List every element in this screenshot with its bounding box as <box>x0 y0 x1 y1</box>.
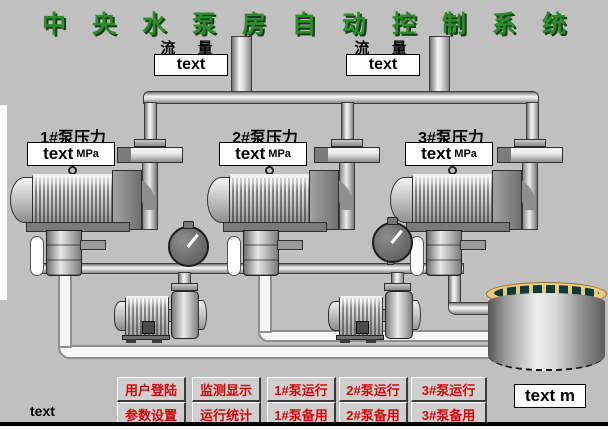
header-drop-pipe-2 <box>341 102 354 140</box>
pump3-pressure-value: text <box>421 144 452 163</box>
valve-body-3 <box>497 147 563 163</box>
pump-unit-2 <box>201 164 376 286</box>
flow-meter-pipe-2 <box>429 36 450 93</box>
booster-flange-1 <box>171 283 198 291</box>
valve-stem-flange-1 <box>134 139 166 147</box>
pump1-pressure-box: text MPa <box>27 142 115 166</box>
user-login-button[interactable]: 用户登陆 <box>117 377 186 402</box>
pump-volute <box>385 291 413 339</box>
pump3-pressure-box: text MPa <box>405 142 493 166</box>
drain-pipe <box>30 236 44 276</box>
valve-stem-flange-2 <box>331 139 363 147</box>
pump-housing <box>309 170 339 230</box>
pump-foot <box>340 339 350 343</box>
motor-end-cap <box>207 177 231 223</box>
bottom-divider <box>0 422 608 426</box>
flow-label-2: 流 量 <box>354 40 416 57</box>
pump-housing <box>112 170 142 230</box>
pump-foot <box>152 339 162 343</box>
motor-body <box>229 174 311 224</box>
status-text: text <box>30 403 55 419</box>
outlet-tab <box>460 240 486 250</box>
pump1-pressure-value: text <box>43 144 74 163</box>
pump1-pressure-unit: MPa <box>76 148 99 160</box>
motor-body <box>412 174 494 224</box>
pump-volute <box>171 291 199 339</box>
valve-body-1 <box>117 147 183 163</box>
pressure-gauge-2 <box>372 217 413 263</box>
pump2-pressure-value: text <box>235 144 266 163</box>
pump-foot <box>366 339 376 343</box>
pump-column <box>243 230 279 276</box>
booster-flange-2 <box>384 283 411 291</box>
volute-cover <box>198 300 207 330</box>
pump1-run-button[interactable]: 1#泵运行 <box>267 377 336 402</box>
flow-value-1: text <box>176 56 206 73</box>
drain-pipe <box>410 236 424 276</box>
bottom-main-pipe <box>58 345 495 359</box>
flow-label-1: 流 量 <box>160 40 222 57</box>
header-drop-pipe-3 <box>526 102 539 140</box>
volute-cover <box>412 300 421 330</box>
pump2-pressure-unit: MPa <box>268 148 291 160</box>
pump3-pressure-unit: MPa <box>454 148 477 160</box>
pump-column <box>426 230 462 276</box>
motor-end-cap <box>10 177 34 223</box>
outlet-tab <box>80 240 106 250</box>
header-drop-pipe-1 <box>144 102 157 140</box>
pump-foot <box>126 339 136 343</box>
pump-base <box>122 335 170 340</box>
flow-value-box-2: text <box>346 54 420 76</box>
gauge-needle-icon <box>390 229 403 244</box>
pump2-pressure-box: text MPa <box>219 142 307 166</box>
pump-unit-1 <box>4 164 179 286</box>
motor-nameplate <box>142 321 155 334</box>
bottom-white-strip <box>0 426 608 430</box>
water-tank <box>486 280 608 373</box>
left-wall-strip <box>0 105 7 300</box>
valve-body-2 <box>314 147 380 163</box>
pump-column <box>46 230 82 276</box>
tank-level-value: text m <box>524 386 576 405</box>
motor-body <box>339 296 383 336</box>
booster-pump-2 <box>328 291 423 343</box>
pump-housing <box>492 170 522 230</box>
flow-value-box-1: text <box>154 54 228 76</box>
booster-pump-1 <box>114 291 209 343</box>
pump-base <box>336 335 384 340</box>
tank-level-box: text m <box>514 384 586 408</box>
monitor-display-button[interactable]: 监测显示 <box>192 377 261 402</box>
flow-meter-pipe-1 <box>231 36 252 93</box>
valve-stem-flange-3 <box>514 139 546 147</box>
page-title: 中央水泵房自动控制系统 <box>42 11 592 38</box>
tank-body <box>488 293 605 371</box>
outlet-tab <box>277 240 303 250</box>
gauge-valve-nub <box>183 221 194 229</box>
pressure-gauge-1 <box>168 221 209 267</box>
pump3-run-button[interactable]: 3#泵运行 <box>411 377 487 402</box>
gauge-valve-nub <box>387 217 398 225</box>
motor-body <box>32 174 114 224</box>
pump2-run-button[interactable]: 2#泵运行 <box>339 377 408 402</box>
pump-unit-3 <box>384 164 559 286</box>
gauge-needle-icon <box>186 233 199 248</box>
flow-value-2: text <box>368 56 398 73</box>
motor-nameplate <box>356 321 369 334</box>
drain-pipe <box>227 236 241 276</box>
